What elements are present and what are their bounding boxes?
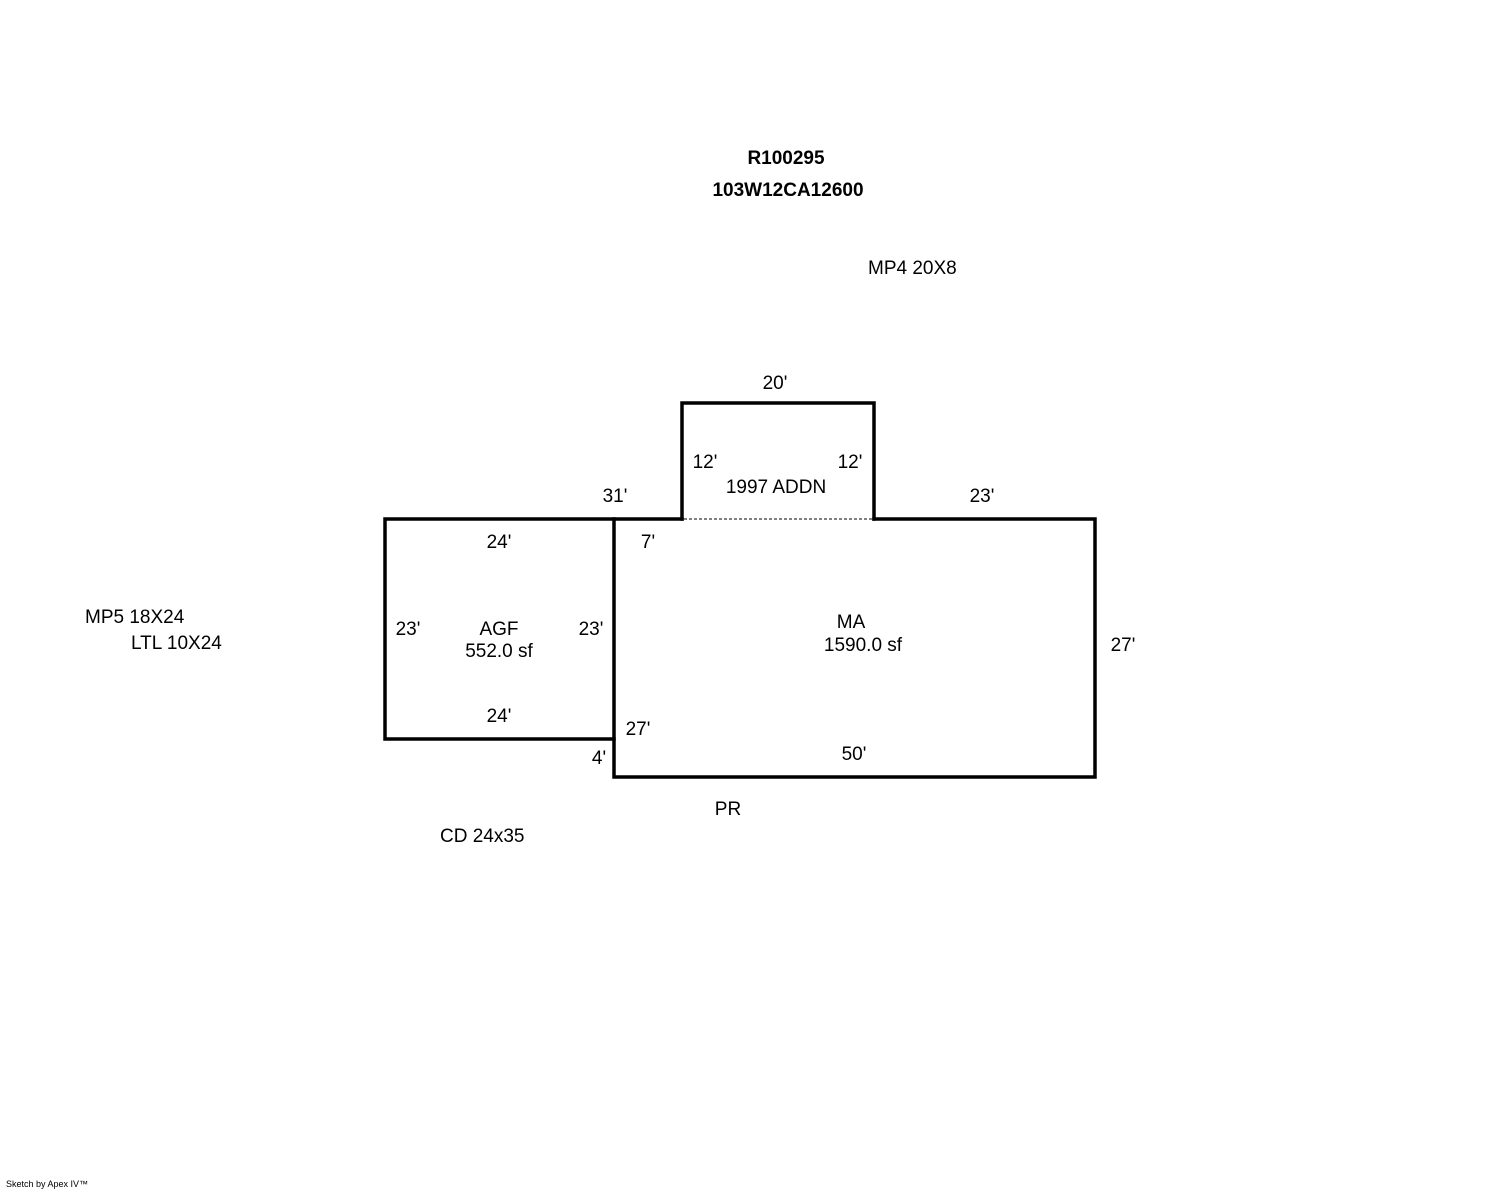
map-number: 103W12CA12600 — [712, 180, 863, 201]
dim-main-top-left: 31' — [603, 486, 628, 507]
main-area-outline — [612, 517, 1097, 779]
dim-garage-top: 24' — [487, 532, 512, 553]
note-ltl: LTL 10X24 — [131, 633, 222, 654]
dim-main-left: 27' — [626, 719, 651, 740]
dim-main-right: 27' — [1111, 635, 1136, 656]
note-mp5: MP5 18X24 — [85, 607, 185, 628]
dim-step: 4' — [592, 748, 606, 769]
dim-main-top-right: 23' — [970, 486, 995, 507]
main-area-size: 1590.0 sf — [824, 635, 903, 656]
dim-garage-left: 23' — [396, 619, 421, 640]
garage-outline — [383, 517, 616, 741]
dim-addition-top: 20' — [763, 373, 788, 394]
note-mp4: MP4 20X8 — [868, 258, 957, 279]
addition-outline — [680, 401, 876, 521]
sketch-credit: Sketch by Apex IV™ — [6, 1179, 88, 1189]
garage-code: AGF — [479, 619, 518, 640]
dim-addition-left: 12' — [693, 452, 718, 473]
dim-main-bottom: 50' — [842, 744, 867, 765]
addition-label: 1997 ADDN — [726, 477, 826, 498]
garage-size: 552.0 sf — [465, 641, 533, 662]
porch-label: PR — [715, 799, 741, 820]
dim-garage-right: 23' — [579, 619, 604, 640]
parcel-id: R100295 — [747, 148, 825, 169]
dim-addition-right: 12' — [838, 452, 863, 473]
main-area-code: MA — [837, 612, 866, 633]
note-cd: CD 24x35 — [440, 826, 525, 847]
dim-main-inner-top: 7' — [641, 532, 655, 553]
dim-garage-bottom: 24' — [487, 706, 512, 727]
